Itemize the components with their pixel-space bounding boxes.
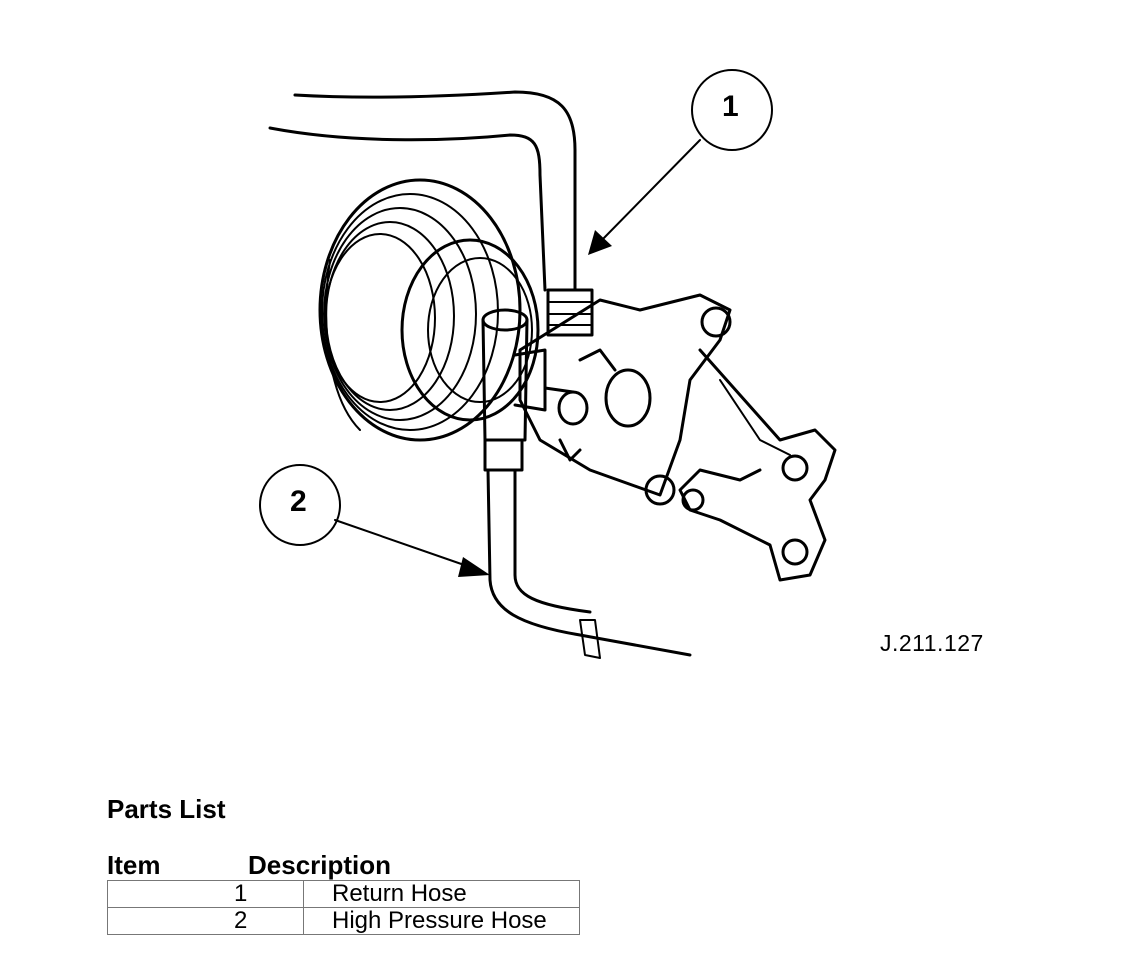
parts-table: 1 Return Hose 2 High Pressure Hose bbox=[107, 880, 580, 935]
callout-2 bbox=[259, 464, 490, 577]
item-description: High Pressure Hose bbox=[303, 907, 580, 935]
table-row: 2 High Pressure Hose bbox=[107, 907, 580, 935]
figure-reference: J.211.127 bbox=[880, 630, 984, 656]
callout-1 bbox=[588, 69, 773, 255]
description-column-header: Description bbox=[248, 850, 392, 880]
return-hose bbox=[268, 90, 594, 337]
item-number: 2 bbox=[107, 907, 304, 935]
callout-label-2: 2 bbox=[290, 485, 307, 518]
pump-body bbox=[518, 293, 732, 506]
item-column-header: Item bbox=[107, 850, 161, 880]
parts-list-title: Parts List bbox=[107, 794, 226, 824]
mounting-bracket bbox=[678, 348, 837, 582]
table-row: 1 Return Hose bbox=[107, 880, 580, 908]
item-number: 1 bbox=[107, 880, 304, 908]
pump-illustration bbox=[259, 69, 837, 659]
item-description: Return Hose bbox=[303, 880, 580, 908]
callout-label-1: 1 bbox=[722, 90, 739, 123]
pulley bbox=[318, 178, 540, 442]
high-pressure-hose bbox=[481, 308, 692, 659]
